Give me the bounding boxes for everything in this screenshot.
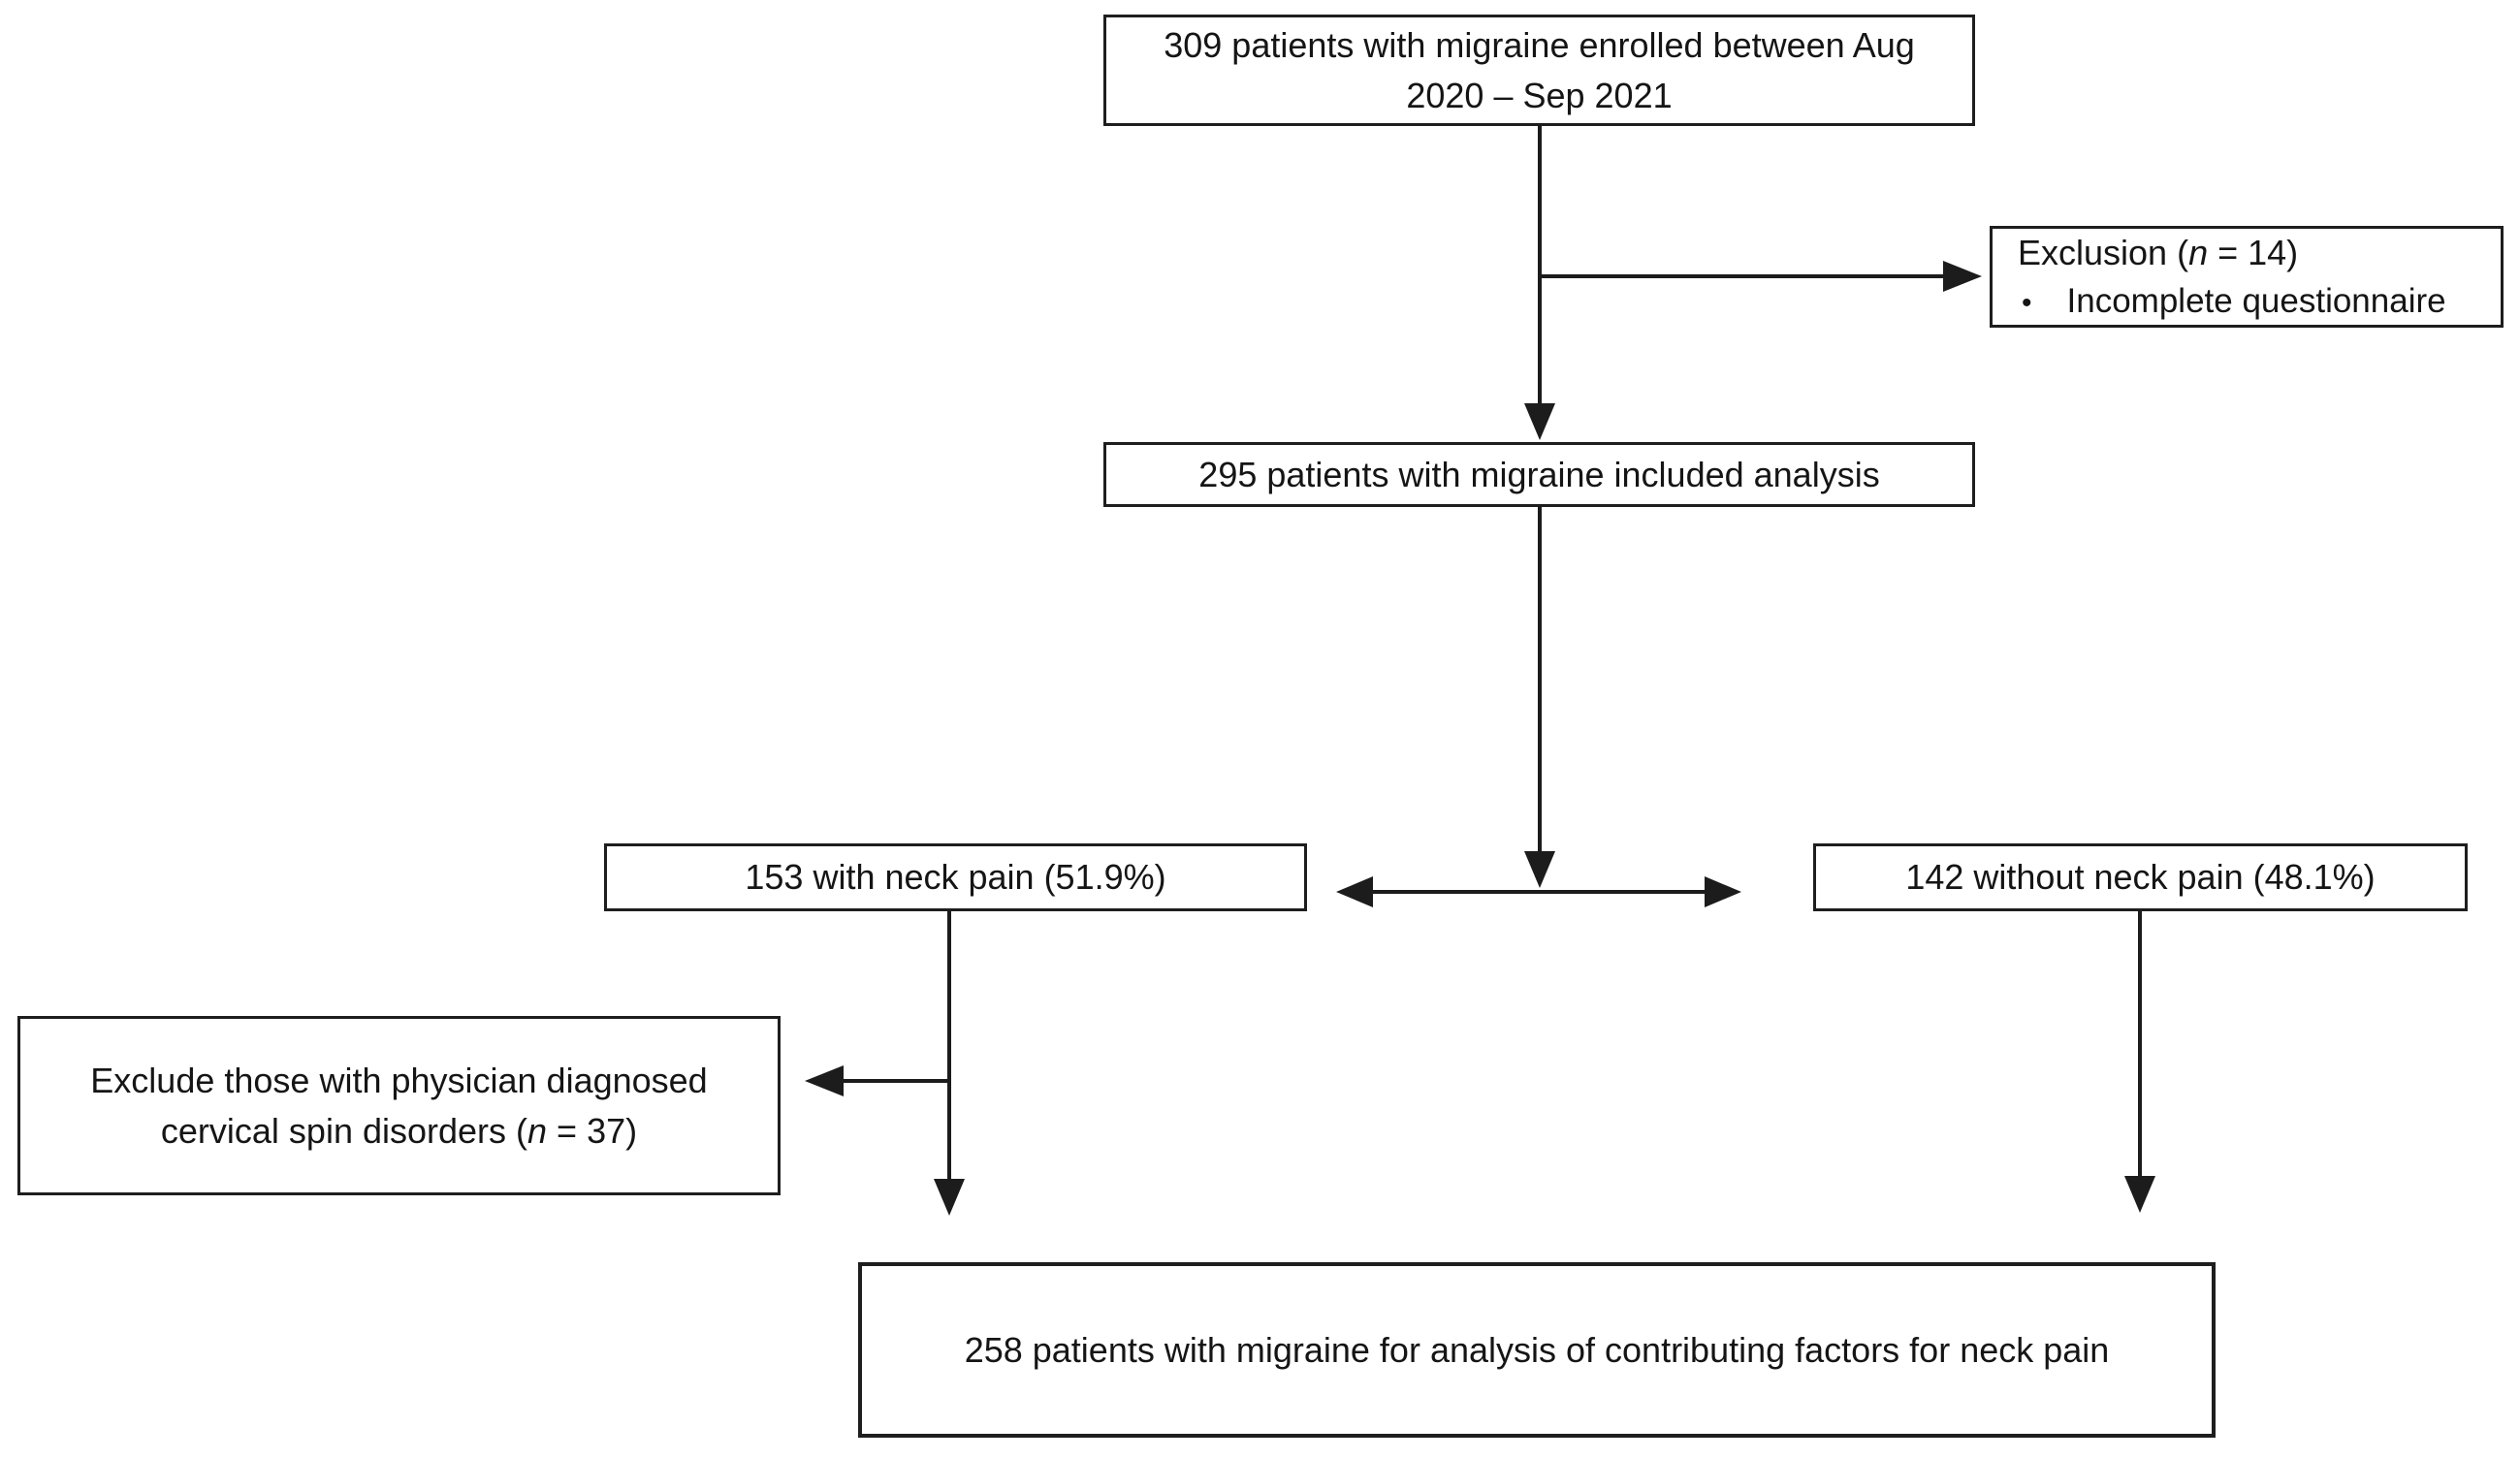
- exclusion-n-symbol: n: [2188, 232, 2209, 272]
- exclusion-title-suffix: = 14): [2208, 232, 2299, 272]
- exclusion-bullet-item: Incomplete questionnaire: [2066, 281, 2446, 320]
- flow-box-included: 295 patients with migraine included anal…: [1103, 442, 1975, 507]
- exclude-cervical-n-symbol: n: [527, 1110, 548, 1151]
- flow-box-neck-pain-text: 153 with neck pain (51.9%): [745, 857, 1166, 898]
- exclude-cervical-prefix: Exclude those with physician diagnosed c…: [90, 1061, 708, 1151]
- exclude-cervical-suffix: = 37): [547, 1110, 638, 1151]
- flow-box-no-neck-pain: 142 without neck pain (48.1%): [1813, 843, 2468, 911]
- flow-box-exclude-cervical-text: Exclude those with physician diagnosed c…: [38, 1056, 760, 1155]
- arrow-split-double: [1336, 876, 1741, 907]
- flow-box-no-neck-pain-text: 142 without neck pain (48.1%): [1905, 857, 2376, 898]
- flow-box-exclude-cervical: Exclude those with physician diagnosed c…: [17, 1016, 781, 1195]
- arrow-to-exclude-cervical: [805, 1065, 949, 1096]
- flow-box-included-text: 295 patients with migraine included anal…: [1198, 454, 1880, 494]
- arrow-to-exclusion: [1540, 261, 1982, 292]
- arrow-noneckpain-to-final: [2124, 906, 2155, 1213]
- bullet-icon: •: [2022, 286, 2032, 319]
- arrow-enrolled-to-included: [1524, 126, 1555, 440]
- flow-box-exclusion: Exclusion (n = 14) • Incomplete question…: [1990, 226, 2504, 328]
- exclusion-bullet-row: • Incomplete questionnaire: [2018, 279, 2446, 324]
- exclusion-title: Exclusion (n = 14): [2018, 231, 2298, 276]
- arrow-neckpain-to-final: [934, 911, 965, 1216]
- arrow-included-to-split: [1524, 507, 1555, 888]
- flow-box-neck-pain: 153 with neck pain (51.9%): [604, 843, 1307, 911]
- exclusion-title-prefix: Exclusion (: [2018, 232, 2189, 272]
- flow-box-final: 258 patients with migraine for analysis …: [858, 1262, 2216, 1438]
- flow-box-enrolled-text: 309 patients with migraine enrolled betw…: [1164, 25, 1915, 115]
- flow-box-enrolled: 309 patients with migraine enrolled betw…: [1103, 15, 1975, 126]
- flow-box-final-text: 258 patients with migraine for analysis …: [964, 1329, 2110, 1370]
